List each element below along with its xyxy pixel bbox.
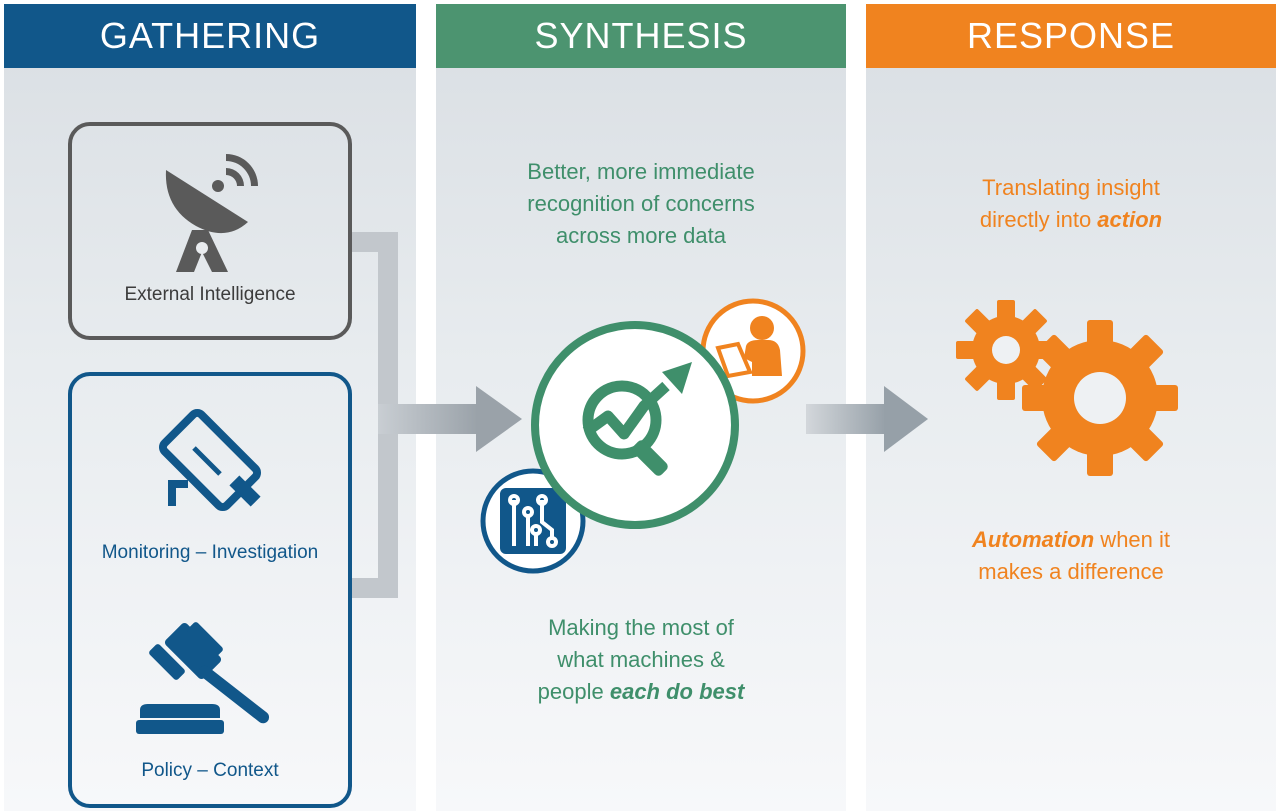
response-bottom-line-1-plain: when it	[1094, 527, 1171, 552]
synthesis-bottom-line-2: what machines &	[557, 647, 725, 672]
satellite-dish-icon	[165, 154, 258, 272]
response-title: RESPONSE	[966, 15, 1176, 56]
response-automation-emphasis: Automation	[971, 527, 1095, 552]
arrow-to-response	[806, 386, 928, 452]
person-at-computer-icon	[700, 298, 806, 404]
synthesis-bottom-line-1: Making the most of	[548, 615, 734, 640]
response-header: RESPONSE	[866, 4, 1276, 68]
monitoring-investigation-label: Monitoring – Investigation	[101, 542, 319, 563]
gathering-title: GATHERING	[99, 15, 321, 56]
synthesis-emphasis: each do best	[609, 679, 745, 704]
synthesis-title: SYNTHESIS	[534, 15, 748, 56]
synthesis-bottom-line-3-plain: people	[537, 679, 610, 704]
response-action-emphasis: action	[1097, 207, 1163, 232]
external-intelligence-box: External Intelligence	[68, 122, 352, 340]
analytics-magnifier-icon	[531, 321, 739, 529]
gathering-header: GATHERING	[4, 4, 416, 68]
synthesis-top-line-3: across more data	[556, 223, 726, 248]
gavel-icon	[136, 622, 270, 734]
response-top-text: Translating insight directly into action	[866, 172, 1276, 236]
security-camera-icon	[158, 408, 262, 512]
arrow-to-synthesis	[378, 386, 522, 452]
response-bottom-text: Automation when it makes a difference	[866, 524, 1276, 588]
monitoring-policy-box: Monitoring – Investigation Policy – Cont…	[68, 372, 352, 808]
response-bottom-line-2: makes a difference	[978, 559, 1164, 584]
synthesis-top-text: Better, more immediate recognition of co…	[436, 156, 846, 252]
synthesis-header: SYNTHESIS	[436, 4, 846, 68]
external-intelligence-label: External Intelligence	[124, 284, 296, 305]
policy-context-label: Policy – Context	[141, 760, 279, 781]
response-top-line-2-plain: directly into	[979, 207, 1098, 232]
synthesis-bottom-line-3: people each do best	[436, 676, 846, 708]
response-top-line-2: directly into action	[866, 204, 1276, 236]
synthesis-top-line-1: Better, more immediate	[527, 159, 755, 184]
synthesis-column: SYNTHESIS	[436, 4, 846, 811]
response-top-line-1: Translating insight	[982, 175, 1160, 200]
synthesis-bottom-text: Making the most of what machines & peopl…	[436, 612, 846, 708]
response-bottom-line-1: Automation when it	[866, 524, 1276, 556]
synthesis-top-line-2: recognition of concerns	[527, 191, 755, 216]
circuit-chip-icon	[480, 468, 586, 574]
gears-icon	[956, 300, 1178, 476]
